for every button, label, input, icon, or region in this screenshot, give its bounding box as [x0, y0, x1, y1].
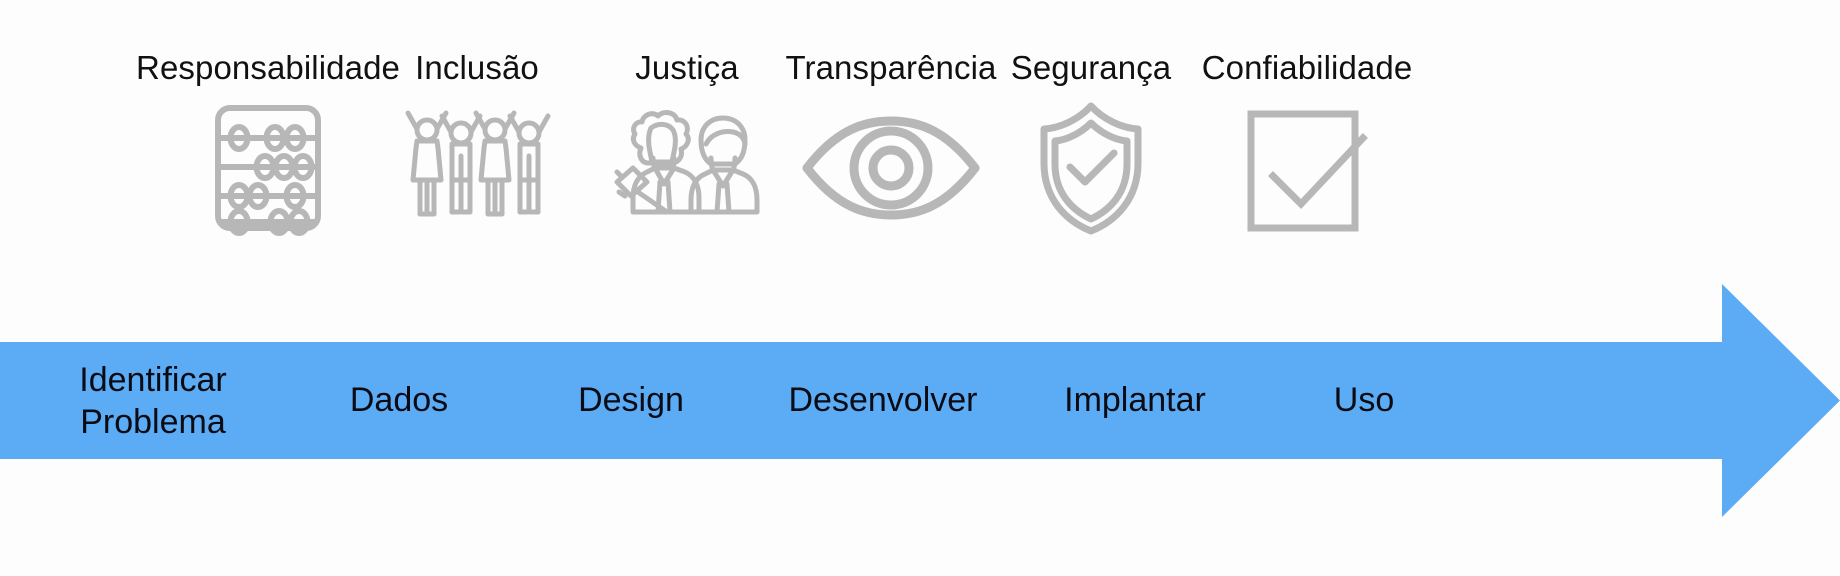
pillar-label-seguranca: Segurança — [1010, 49, 1172, 86]
pillar-justica: Justiça — [537, 48, 837, 234]
judge-and-person-icon — [537, 102, 837, 234]
pillar-confiabilidade: Confiabilidade — [1157, 48, 1457, 234]
pillar-label-justica: Justiça — [635, 49, 739, 86]
people-raised-arms-icon — [327, 102, 627, 234]
pillar-seguranca: Segurança — [941, 48, 1241, 235]
pillar-label-inclusao: Inclusão — [415, 49, 539, 86]
pillar-label-transparencia: Transparência — [785, 49, 997, 86]
checkbox-check-icon — [1157, 102, 1457, 234]
pillar-label-responsabilidade: Responsabilidade — [136, 49, 400, 86]
pipeline-arrow — [0, 284, 1840, 517]
shield-check-icon — [941, 102, 1241, 235]
abacus-icon — [118, 102, 418, 236]
eye-icon — [741, 102, 1041, 234]
pillar-responsabilidade: Responsabilidade — [118, 48, 418, 236]
pillar-inclusao: Inclusão — [327, 48, 627, 234]
arrow-shape — [0, 284, 1840, 517]
pillar-label-confiabilidade: Confiabilidade — [1201, 49, 1413, 86]
pillar-transparencia: Transparência — [741, 48, 1041, 234]
